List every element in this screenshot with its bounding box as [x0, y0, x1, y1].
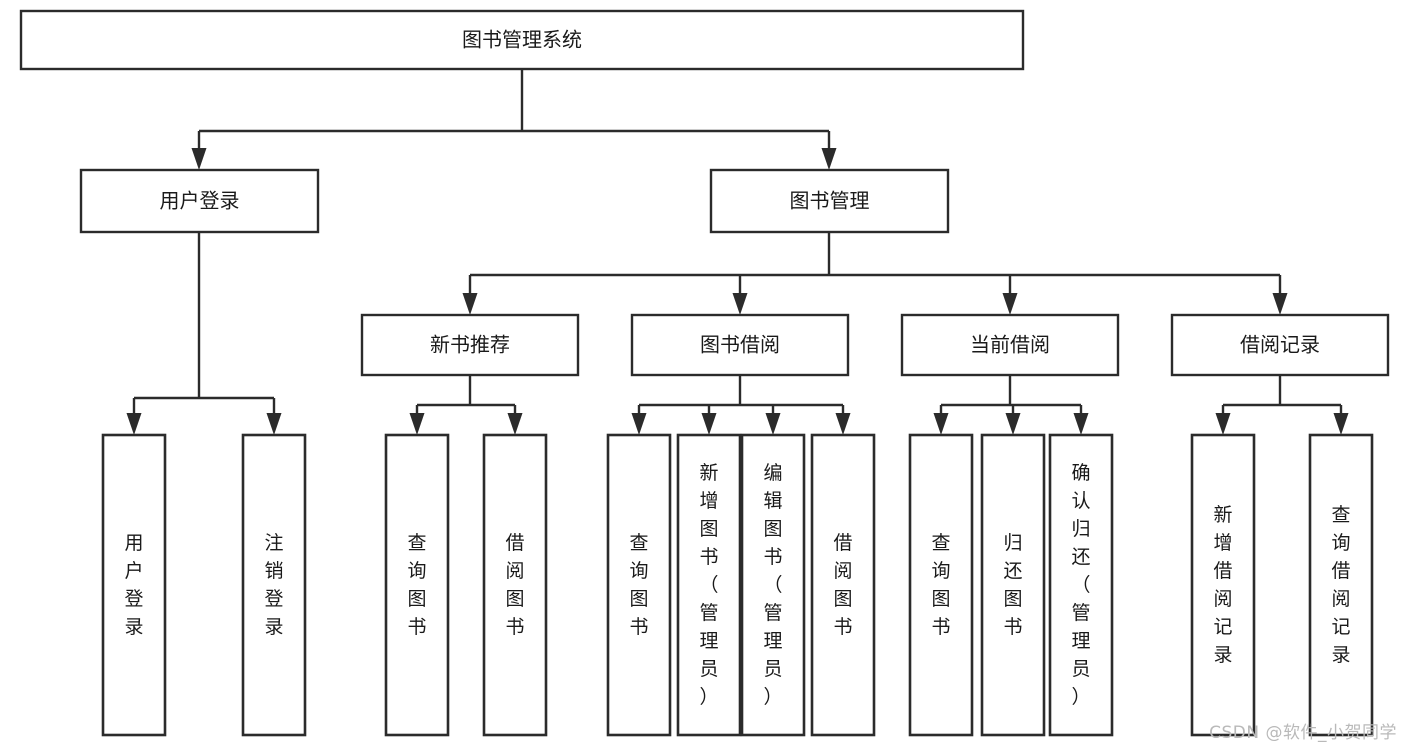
- node-box[interactable]: [709, 168, 950, 234]
- node-box[interactable]: [740, 433, 806, 737]
- arrow-head-icon: [507, 413, 523, 435]
- node-box[interactable]: [676, 433, 742, 737]
- node-leaf-leaf-query-book-recommend[interactable]: 查询图书: [384, 433, 450, 737]
- node-leaf-leaf-borrow-book[interactable]: 借阅图书: [810, 433, 876, 737]
- node-layer: 图书管理系统用户登录图书管理新书推荐图书借阅当前借阅借阅记录用户登录注销登录查询…: [19, 9, 1390, 737]
- node-box[interactable]: [241, 433, 307, 737]
- node-box[interactable]: [360, 313, 580, 377]
- node-label: 查询图书: [629, 532, 648, 638]
- node-leaf-leaf-query-book-borrow[interactable]: 查询图书: [606, 433, 672, 737]
- node-label: 归还图书: [1003, 532, 1022, 638]
- arrow-head-icon: [821, 148, 837, 170]
- arrow-head-icon: [765, 413, 781, 435]
- node-box[interactable]: [630, 313, 850, 377]
- arrow-head-icon: [1215, 413, 1231, 435]
- connector-root: [191, 69, 837, 170]
- node-label: 图书管理: [790, 189, 870, 213]
- arrow-head-icon: [126, 413, 142, 435]
- node-level2-current-borrow[interactable]: 当前借阅: [900, 313, 1120, 377]
- node-box[interactable]: [1048, 433, 1114, 737]
- arrow-head-icon: [631, 413, 647, 435]
- node-label: 查询图书: [407, 532, 426, 638]
- node-box[interactable]: [19, 9, 1025, 71]
- node-leaf-leaf-logout[interactable]: 注销登录: [241, 433, 307, 737]
- node-leaf-leaf-query-borrow-record[interactable]: 查询借阅记录: [1308, 433, 1374, 737]
- node-label: 用户登录: [124, 532, 143, 638]
- arrow-head-icon: [1073, 413, 1089, 435]
- node-level2-book-borrow[interactable]: 图书借阅: [630, 313, 850, 377]
- node-leaf-leaf-add-borrow-record[interactable]: 新增借阅记录: [1190, 433, 1256, 737]
- arrow-head-icon: [191, 148, 207, 170]
- arrow-head-icon: [1005, 413, 1021, 435]
- arrow-head-icon: [835, 413, 851, 435]
- node-root-root[interactable]: 图书管理系统: [19, 9, 1025, 71]
- connector-new-book-recommend: [409, 375, 523, 435]
- node-label: 查询图书: [931, 532, 950, 638]
- node-label: 借阅图书: [833, 532, 852, 638]
- arrow-head-icon: [1002, 293, 1018, 315]
- node-level1-book-management[interactable]: 图书管理: [709, 168, 950, 234]
- node-box[interactable]: [1190, 433, 1256, 737]
- node-label: 图书借阅: [700, 333, 780, 357]
- node-box[interactable]: [810, 433, 876, 737]
- node-box[interactable]: [79, 168, 320, 234]
- arrow-head-icon: [409, 413, 425, 435]
- node-label: 新增图书（管理员）: [699, 462, 718, 708]
- node-box[interactable]: [980, 433, 1046, 737]
- connector-book-borrow: [631, 375, 851, 435]
- csdn-watermark: CSDN @软件_小贺同学: [1209, 723, 1397, 743]
- node-label: 借阅图书: [505, 532, 524, 638]
- node-box[interactable]: [900, 313, 1120, 377]
- node-level2-new-book-recommend[interactable]: 新书推荐: [360, 313, 580, 377]
- arrow-head-icon: [1272, 293, 1288, 315]
- node-label: 借阅记录: [1240, 333, 1320, 357]
- node-box[interactable]: [1308, 433, 1374, 737]
- node-level1-user-login[interactable]: 用户登录: [79, 168, 320, 234]
- node-label: 确认归还（管理员）: [1071, 462, 1090, 708]
- node-label: 当前借阅: [970, 333, 1050, 357]
- node-label: 图书管理系统: [462, 28, 582, 52]
- arrow-head-icon: [1333, 413, 1349, 435]
- arrow-head-icon: [701, 413, 717, 435]
- node-label: 编辑图书（管理员）: [763, 462, 782, 708]
- node-level2-borrow-records[interactable]: 借阅记录: [1170, 313, 1390, 377]
- node-box[interactable]: [1170, 313, 1390, 377]
- node-leaf-leaf-query-book-current[interactable]: 查询图书: [908, 433, 974, 737]
- connector-current-borrow: [933, 375, 1089, 435]
- node-box[interactable]: [606, 433, 672, 737]
- node-leaf-leaf-confirm-return[interactable]: 确认归还（管理员）: [1048, 433, 1114, 737]
- node-label: 新书推荐: [430, 333, 510, 357]
- arrow-head-icon: [732, 293, 748, 315]
- node-label: 注销登录: [264, 532, 283, 638]
- arrow-head-icon: [933, 413, 949, 435]
- node-label: 新增借阅记录: [1213, 504, 1232, 666]
- connector-book-management: [462, 232, 1288, 315]
- node-leaf-leaf-edit-book[interactable]: 编辑图书（管理员）: [740, 433, 806, 737]
- node-box[interactable]: [908, 433, 974, 737]
- node-box[interactable]: [482, 433, 548, 737]
- node-box[interactable]: [384, 433, 450, 737]
- connector-user-login: [126, 232, 282, 435]
- node-leaf-leaf-return-book[interactable]: 归还图书: [980, 433, 1046, 737]
- node-leaf-leaf-user-login[interactable]: 用户登录: [101, 433, 167, 737]
- node-label: 查询借阅记录: [1331, 504, 1350, 666]
- arrow-head-icon: [266, 413, 282, 435]
- node-leaf-leaf-add-book[interactable]: 新增图书（管理员）: [676, 433, 742, 737]
- node-box[interactable]: [101, 433, 167, 737]
- node-leaf-leaf-borrow-book-recommend[interactable]: 借阅图书: [482, 433, 548, 737]
- connector-borrow-records: [1215, 375, 1349, 435]
- connector-layer: [126, 69, 1349, 435]
- arrow-head-icon: [462, 293, 478, 315]
- node-label: 用户登录: [160, 189, 240, 213]
